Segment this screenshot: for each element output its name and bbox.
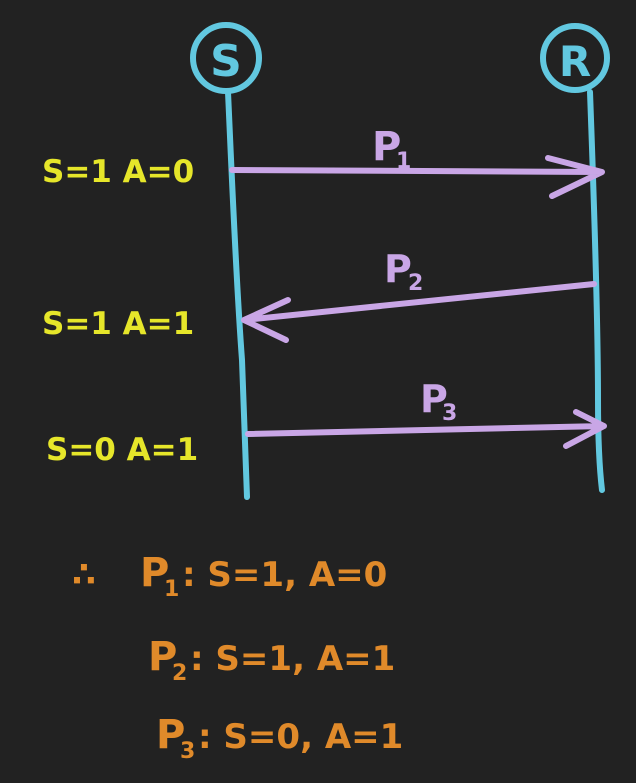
receiver-node-label: R <box>559 37 591 86</box>
message-2-subscript: 2 <box>408 271 423 296</box>
message-3: P 3 <box>245 377 607 449</box>
message-3-arrow <box>245 409 607 449</box>
receiver-node-circle <box>540 23 610 93</box>
summary-line-2-subscript: 2 <box>172 661 187 686</box>
message-1-arrow <box>229 155 605 199</box>
sender-node-label: S <box>210 36 242 87</box>
summary-line-1-subscript: 1 <box>164 577 179 602</box>
summary-line-3-text: : S=0, A=1 <box>198 717 403 757</box>
message-2-label: P <box>384 247 412 291</box>
message-2-arrow <box>241 281 597 343</box>
message-3-label: P <box>420 377 448 421</box>
state-label-1: S=1 A=0 <box>42 154 194 190</box>
state-label-3: S=0 A=1 <box>46 432 198 468</box>
summary-line-1-label: P <box>140 550 169 596</box>
summary-line-2-text: : S=1, A=1 <box>190 639 395 679</box>
sender-lifeline-group: S <box>190 22 262 500</box>
summary-line-3-label: P <box>156 712 185 758</box>
summary-line-1-text: : S=1, A=0 <box>182 555 387 595</box>
summary: ∴ P 1 : S=1, A=0 P 2 : S=1, A=1 P 3 : S=… <box>72 550 403 764</box>
message-1-label: P <box>372 124 401 170</box>
summary-line-2-label: P <box>148 634 177 680</box>
summary-line-3-subscript: 3 <box>180 739 195 764</box>
message-1-subscript: 1 <box>396 149 411 174</box>
message-3-subscript: 3 <box>442 401 457 426</box>
state-label-2: S=1 A=1 <box>42 306 194 342</box>
summary-therefore-symbol: ∴ <box>72 555 96 595</box>
sender-lifeline <box>225 89 250 500</box>
message-1: P 1 <box>229 124 605 199</box>
message-2: P 2 <box>241 247 597 343</box>
